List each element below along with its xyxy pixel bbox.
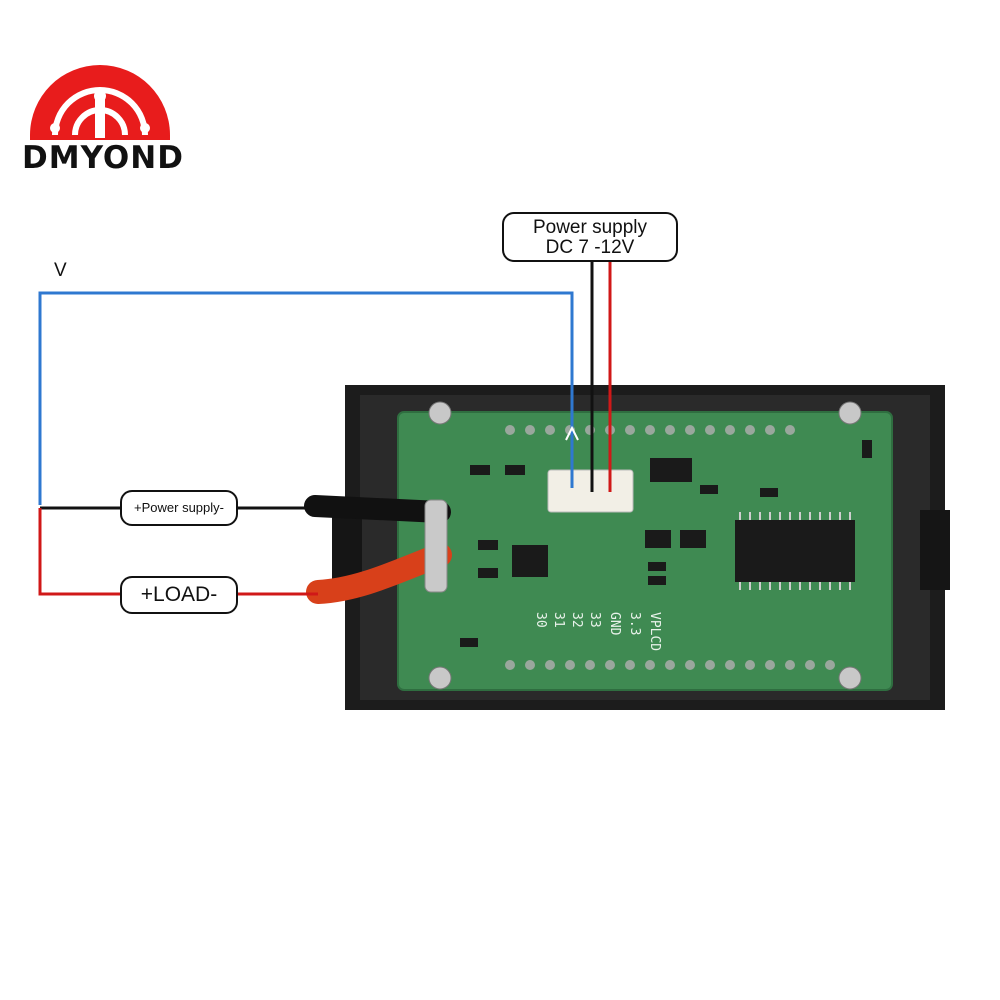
power-supply-label: Power supply DC 7 -12V: [502, 212, 678, 262]
pcb-pin-label: GND: [607, 612, 622, 636]
voltage-probe-wire: [38, 291, 579, 505]
screw-icon: [428, 401, 862, 690]
input-cable: [304, 495, 452, 604]
mcu-chip: [512, 545, 548, 577]
pcb-board: [397, 401, 893, 691]
power-supply-black-wire: [40, 262, 594, 510]
load-terminal-label: +LOAD-: [120, 576, 238, 614]
pcb-pin-label: 30: [533, 612, 548, 628]
power-supply-title: Power supply: [532, 217, 648, 238]
pcb-pin-label: 33: [587, 612, 602, 628]
voltage-probe-label: V: [54, 260, 67, 281]
load-red-wire: [38, 508, 318, 596]
power-supply-terminal-label: +Power supply-: [120, 490, 238, 526]
pcb-pin-label: 3.3: [627, 612, 642, 636]
signal-arc-logo-icon: [30, 65, 170, 140]
brand-name: DMYOND: [22, 140, 184, 176]
pcb-pin-label: 32: [569, 612, 584, 628]
pcb-pin-label: 31: [551, 612, 566, 628]
display-driver-chip: [735, 520, 855, 582]
pcb-pin-label: VPLCD: [647, 612, 662, 652]
power-supply-voltage: DC 7 -12V: [545, 237, 635, 258]
